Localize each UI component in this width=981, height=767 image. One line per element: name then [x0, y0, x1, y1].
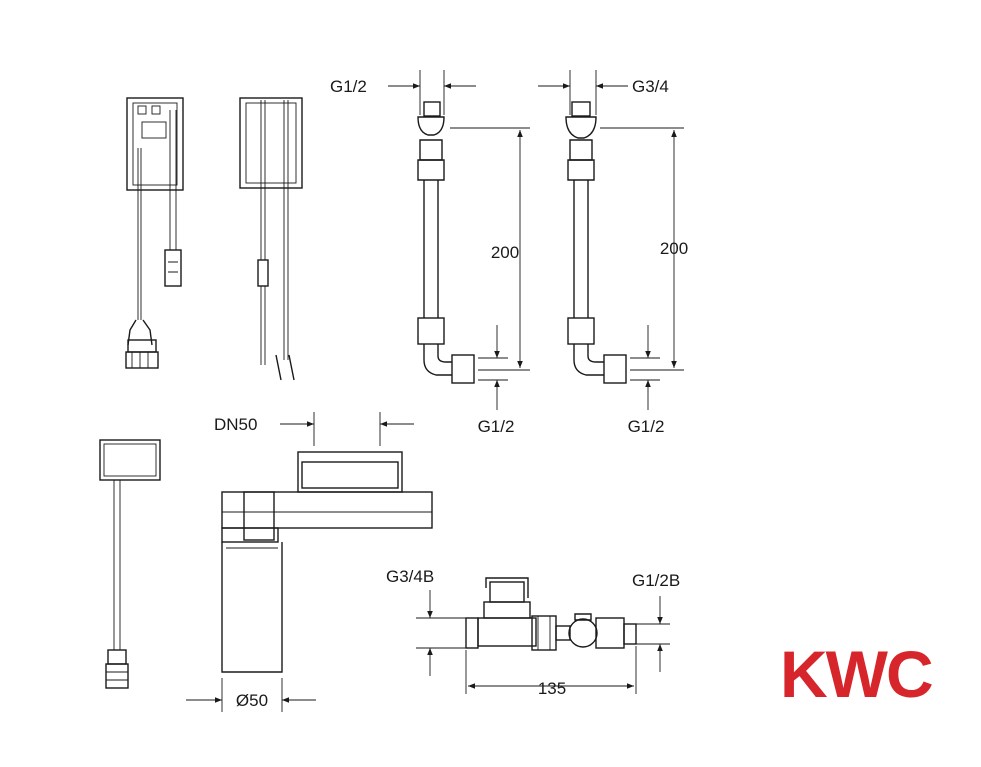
siphon [186, 412, 433, 712]
control-unit-2 [239, 97, 303, 381]
dim-siphon-diameter: Ø50 [236, 691, 268, 710]
dim-hose-left-length: 200 [491, 243, 519, 262]
dim-valve-length: 135 [538, 679, 566, 698]
dim-siphon-outlet: DN50 [214, 415, 257, 434]
connection-hose-g12 [388, 70, 530, 410]
connection-hose-g34 [538, 70, 684, 410]
dim-hose-left-bottom: G1/2 [478, 417, 515, 436]
dim-hose-right-length: 200 [660, 239, 688, 258]
dim-hose-left-top: G1/2 [330, 77, 367, 96]
dim-hose-right-bottom: G1/2 [628, 417, 665, 436]
dim-valve-outlet: G1/2B [632, 571, 680, 590]
sensor-with-cable [99, 439, 161, 689]
dim-hose-right-top: G3/4 [632, 77, 669, 96]
control-unit-1 [125, 97, 184, 369]
dim-valve-inlet: G3/4B [386, 567, 434, 586]
kwc-logo: KWC [780, 637, 932, 711]
solenoid-valve [416, 577, 670, 694]
